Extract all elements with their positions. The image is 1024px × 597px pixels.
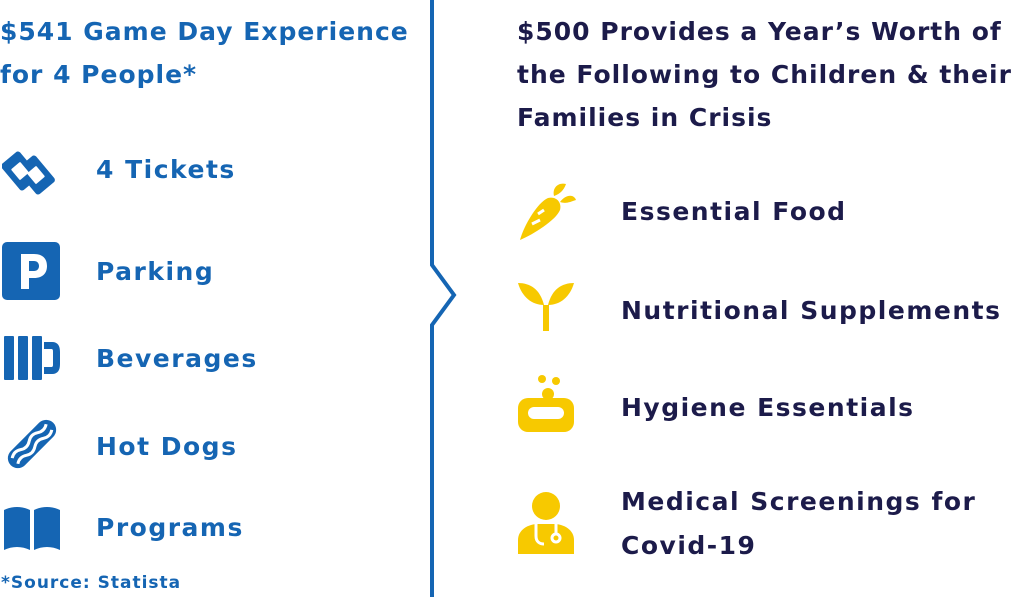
tickets-icon	[2, 151, 55, 195]
left-item-tickets: 4 Tickets	[96, 155, 236, 184]
parking-icon	[2, 242, 60, 300]
right-item-hygiene-essentials: Hygiene Essentials	[621, 393, 915, 422]
left-title: $541 Game Day Experience for 4 People*	[0, 17, 409, 89]
right-item-nutritional-supplements: Nutritional Supplements	[621, 296, 1002, 325]
beer-mug-icon	[4, 336, 60, 380]
left-item-programs: Programs	[96, 513, 244, 542]
hot-dog-icon	[7, 419, 57, 469]
left-item-hot-dogs: Hot Dogs	[96, 432, 238, 461]
carrot-icon	[520, 183, 576, 240]
soap-icon	[518, 375, 574, 432]
book-icon	[4, 507, 60, 550]
left-item-parking: Parking	[96, 257, 215, 286]
sprout-icon	[518, 283, 574, 331]
divider-chevron	[430, 0, 457, 597]
doctor-icon	[518, 492, 574, 554]
right-item-essential-food: Essential Food	[621, 197, 847, 226]
right-title: $500 Provides a Year’s Worth of the Foll…	[517, 17, 1012, 132]
right-item-medical-screenings: Medical Screenings for Covid-19	[621, 487, 977, 560]
left-item-beverages: Beverages	[96, 344, 258, 373]
source-note: *Source: Statista	[1, 573, 182, 593]
